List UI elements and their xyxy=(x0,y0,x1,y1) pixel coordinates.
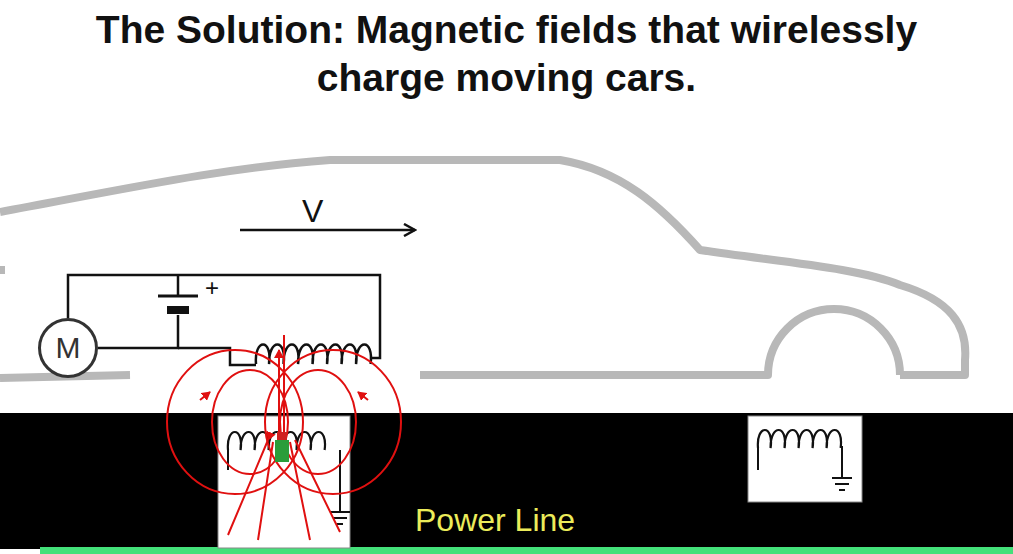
car-outline xyxy=(0,160,965,378)
coil-winding xyxy=(758,430,841,448)
road-coil-box xyxy=(218,416,350,548)
velocity-label: V xyxy=(302,193,323,230)
iron-core xyxy=(275,440,289,462)
road-coil-box xyxy=(748,416,862,502)
velocity-arrow xyxy=(240,229,415,232)
polarity-label: + xyxy=(205,274,219,302)
motor-circle: M xyxy=(38,318,98,378)
magnetic-field-lines xyxy=(167,335,401,540)
iron-core xyxy=(277,432,287,440)
power-line-label: Power Line xyxy=(415,502,575,539)
title: The Solution: Magnetic fields that wirel… xyxy=(60,6,953,102)
road xyxy=(0,413,1013,549)
power-line-strip xyxy=(40,547,1013,554)
road-coil xyxy=(228,430,841,450)
motor-label: M xyxy=(56,331,81,365)
